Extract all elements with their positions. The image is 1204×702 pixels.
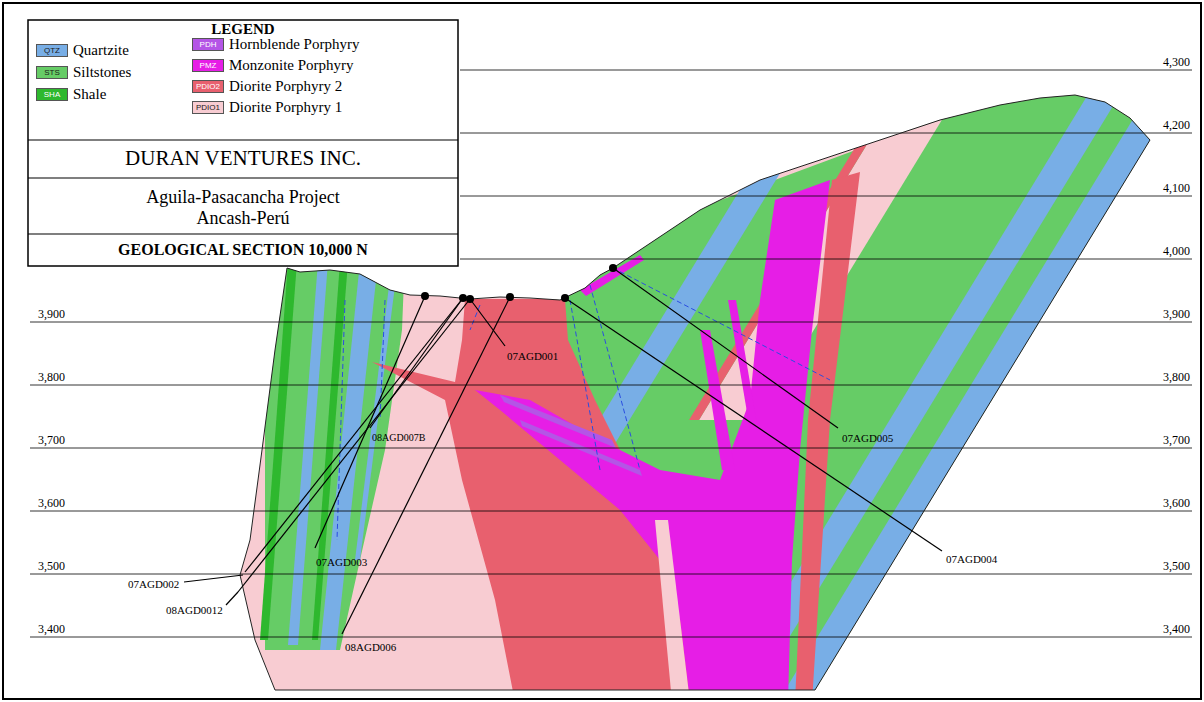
legend-text: Hornblende Porphyry: [229, 35, 359, 53]
legend-text: Quartzite: [73, 41, 129, 59]
grid-line: [460, 196, 1192, 197]
elevation-label: 3,500: [1163, 559, 1190, 573]
drill-hole: [342, 297, 510, 634]
elevation-label: 3,900: [38, 307, 65, 321]
drill-holes: [184, 268, 942, 634]
drill-hole-label: 07AGD001: [507, 350, 558, 363]
drill-hole: [470, 299, 505, 346]
elevation-label: 3,800: [1163, 370, 1190, 384]
drill-hole-label: 08AGD006: [345, 641, 396, 654]
structure-line: [470, 305, 480, 330]
swatch-code: PDH: [193, 39, 223, 50]
legend-swatch: SHA: [36, 88, 68, 101]
grid-line: [460, 70, 1192, 71]
structure-line: [613, 268, 830, 380]
legend-text: Monzonite Porphyry: [229, 56, 354, 74]
quartzite-band: [355, 262, 398, 560]
project-name: Aguila-Pasacancha Project: [28, 187, 458, 207]
legend-text: Diorite Porphyry 1: [229, 98, 342, 116]
elevation-label: 3,400: [38, 622, 65, 636]
legend-swatch: PDH: [192, 38, 224, 51]
drill-hole: [370, 298, 463, 428]
leader-line: [184, 575, 243, 582]
company-name: DURAN VENTURES INC.: [28, 147, 458, 170]
collar-dot: [609, 264, 617, 272]
legend-text: Shale: [73, 85, 106, 103]
drill-hole-label: 07AGD004: [946, 553, 997, 566]
monzonite-dike: [580, 255, 644, 296]
drill-hole-label: 08AGD007B: [372, 432, 425, 444]
rock-units: [240, 0, 1204, 702]
legend-swatch: PDIO2: [192, 80, 224, 93]
grid-line: [30, 385, 1192, 386]
drill-collars: [421, 264, 617, 303]
legend-divider: [28, 139, 458, 140]
section-outline: [240, 95, 1150, 690]
grid-line: [30, 574, 1192, 575]
legend-text: Siltstones: [73, 63, 131, 81]
grid-line: [30, 637, 1192, 638]
drill-hole-label: 07AGD002: [128, 578, 179, 591]
drill-hole-label: 07AGD005: [842, 432, 893, 445]
elevation-label: 3,600: [38, 496, 65, 510]
collar-dot: [561, 294, 569, 302]
elevation-label: 3,400: [1163, 622, 1190, 636]
legend-divider: [28, 177, 458, 178]
collar-dot: [466, 295, 474, 303]
legend-divider: [28, 233, 458, 234]
grid-line: [30, 448, 1192, 449]
collar-dot: [421, 292, 429, 300]
elevation-label: 3,800: [38, 370, 65, 384]
drill-hole: [565, 298, 942, 551]
legend-text: Diorite Porphyry 2: [229, 77, 342, 95]
structure-line: [337, 300, 345, 540]
section-title: GEOLOGICAL SECTION 10,000 N: [28, 241, 458, 259]
grid-line: [460, 259, 1192, 260]
swatch-code: QTZ: [37, 45, 67, 56]
drill-hole-label: 07AGD003: [316, 556, 367, 569]
quartzite-band: [779, 60, 1199, 700]
monzonite-unit: [475, 180, 830, 702]
legend-box: [28, 20, 458, 266]
legend-heading: LEGEND: [28, 21, 458, 38]
swatch-code: PMZ: [193, 60, 223, 71]
swatch-code: SHA: [37, 89, 67, 100]
swatch-code: PDIO1: [193, 102, 223, 113]
elevation-label: 3,900: [1163, 307, 1190, 321]
grid-line: [30, 322, 1192, 323]
collar-dot: [506, 293, 514, 301]
drill-hole: [245, 298, 463, 572]
leader-line: [226, 592, 238, 605]
elevation-label: 4,200: [1163, 118, 1190, 132]
shale-band: [260, 262, 297, 640]
elevation-label: 3,700: [38, 433, 65, 447]
swatch-code: STS: [37, 67, 67, 78]
elevation-label: 3,700: [1163, 433, 1190, 447]
elevation-label: 4,100: [1163, 181, 1190, 195]
legend-swatch: STS: [36, 66, 68, 79]
elevation-label: 3,600: [1163, 496, 1190, 510]
grid-line: [30, 511, 1192, 512]
grid-line: [460, 133, 1192, 134]
structure-line: [590, 285, 640, 470]
drill-hole: [613, 268, 838, 428]
swatch-code: PDIO2: [193, 81, 223, 92]
elevation-label: 4,300: [1163, 55, 1190, 69]
project-location: Ancash-Perú: [28, 208, 458, 228]
elevation-label: 4,000: [1163, 244, 1190, 258]
drill-hole: [315, 296, 425, 548]
diorite-1-strip: [655, 520, 690, 702]
legend-swatch: PDIO1: [192, 101, 224, 114]
structure-lines: [337, 268, 830, 540]
legend-swatch: QTZ: [36, 44, 68, 57]
drill-hole: [238, 299, 470, 592]
legend-swatch: PMZ: [192, 59, 224, 72]
elevation-label: 3,500: [38, 559, 65, 573]
collar-dot: [459, 294, 467, 302]
drill-hole-label: 08AGD0012: [166, 604, 223, 617]
